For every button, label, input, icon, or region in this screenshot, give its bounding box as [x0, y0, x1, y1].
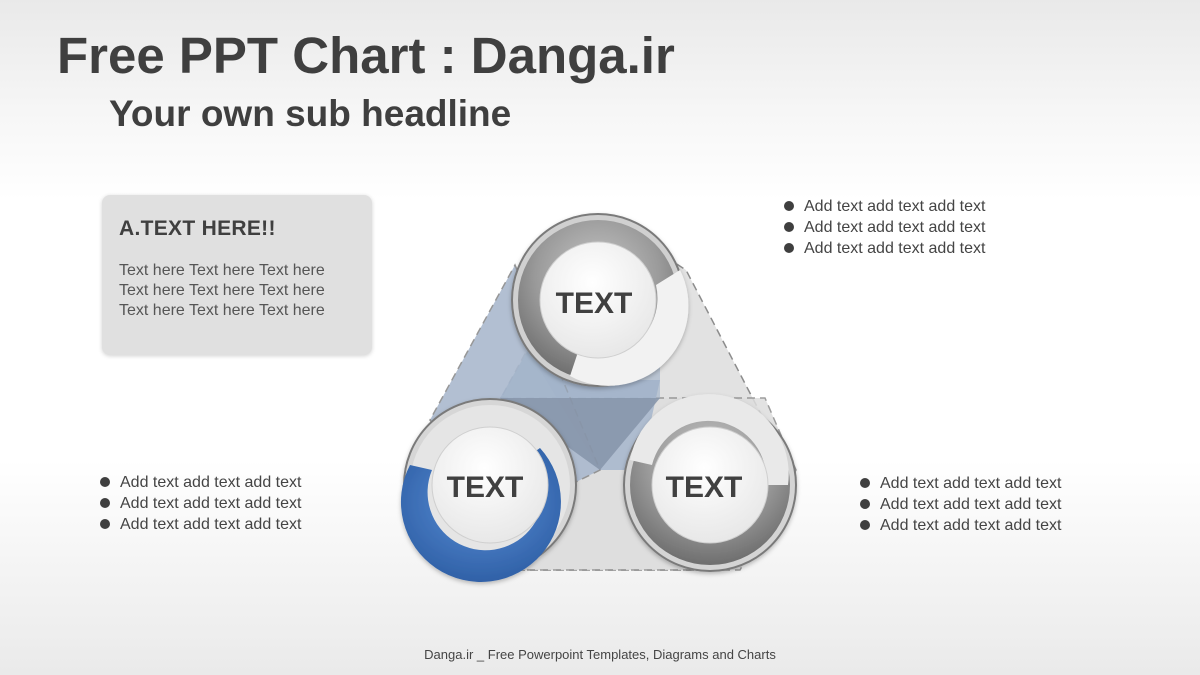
info-box-line: Text here Text here Text here	[119, 302, 325, 319]
left-node: TEXT	[400, 398, 577, 582]
info-box: A.TEXT HERE!! Text here Text here Text h…	[102, 195, 372, 355]
bullet-item: Add text add text add text	[783, 217, 985, 238]
page-subtitle: Your own sub headline	[109, 93, 512, 134]
info-box-heading: A.TEXT HERE!!	[119, 217, 276, 240]
bullet-item: Add text add text add text	[783, 238, 985, 259]
right-node: TEXT	[623, 394, 797, 572]
right-node-label: TEXT	[666, 471, 743, 504]
left-node-label: TEXT	[447, 471, 524, 504]
bullet-item: Add text add text add text	[859, 494, 1061, 515]
bullet-item: Add text add text add text	[783, 196, 985, 217]
bullet-item: Add text add text add text	[99, 493, 301, 514]
bullet-item: Add text add text add text	[99, 514, 301, 535]
bullet-item: Add text add text add text	[859, 473, 1061, 494]
footer-text: Danga.ir _ Free Powerpoint Templates, Di…	[424, 647, 776, 662]
right-node-highlight	[630, 394, 789, 485]
info-box-line: Text here Text here Text here	[119, 262, 325, 279]
top-node-label: TEXT	[556, 287, 633, 320]
bullet-list-top-right: Add text add text add text Add text add …	[783, 196, 985, 259]
bullet-item: Add text add text add text	[859, 515, 1061, 536]
bullet-list-left: Add text add text add text Add text add …	[99, 472, 301, 535]
left-node-blue-arc	[400, 448, 561, 582]
top-node: TEXT	[511, 213, 689, 387]
info-box-line: Text here Text here Text here	[119, 282, 325, 299]
page-title: Free PPT Chart : Danga.ir	[57, 27, 675, 84]
bullet-list-right: Add text add text add text Add text add …	[859, 473, 1061, 536]
bullet-item: Add text add text add text	[99, 472, 301, 493]
